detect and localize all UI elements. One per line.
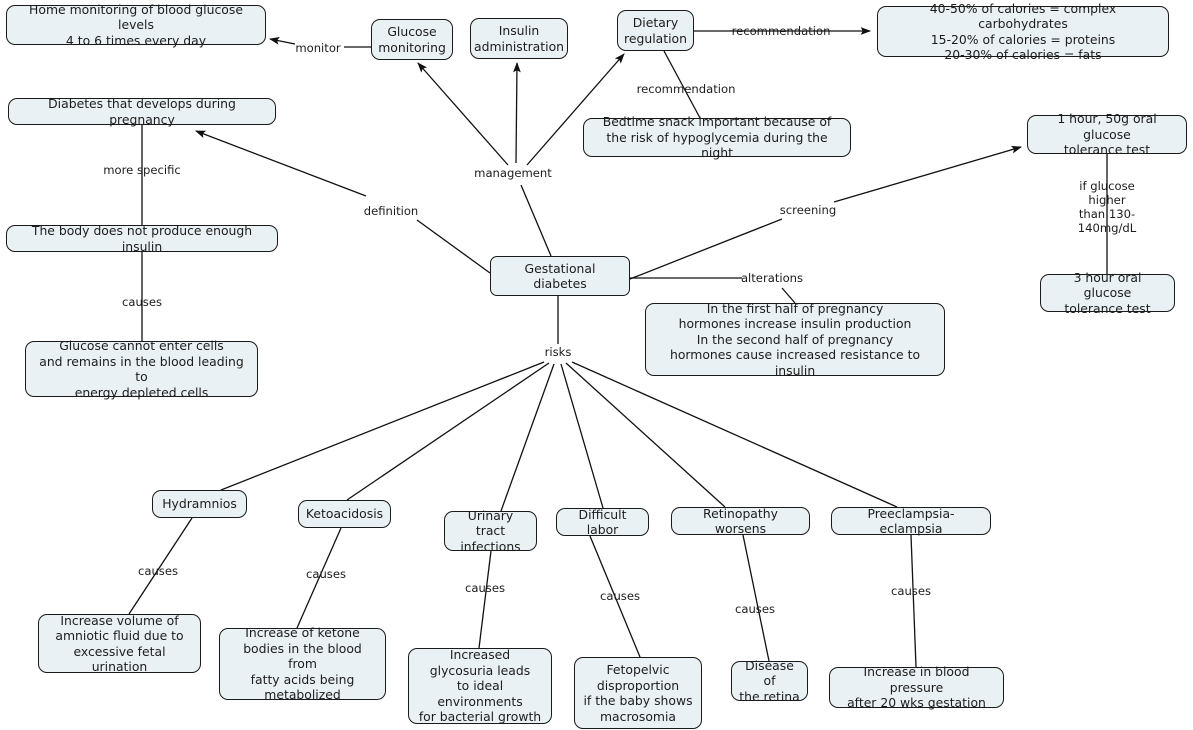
node-insulin-administration[interactable]: Insulin administration bbox=[470, 18, 568, 59]
edge-retinopathy-to-retina bbox=[742, 534, 770, 662]
edge-uti-to-glycosuria bbox=[478, 550, 492, 649]
edge-label-causes-hydramnios: causes bbox=[137, 564, 179, 578]
node-ketone-bodies[interactable]: Increase of ketone bodies in the blood f… bbox=[219, 625, 386, 702]
edge-label-recommendation-1: recommendation bbox=[731, 24, 831, 38]
edge-risks-to-difficult-labor bbox=[560, 363, 604, 509]
edge-label-causes-preeclampsia: causes bbox=[890, 584, 932, 598]
node-ketoacidosis[interactable]: Ketoacidosis bbox=[298, 500, 391, 528]
node-gestational-diabetes[interactable]: Gestational diabetes bbox=[490, 256, 630, 296]
node-glucose-monitoring[interactable]: Glucose monitoring bbox=[371, 19, 453, 60]
edge-label-causes-main: causes bbox=[121, 295, 163, 309]
edge-risks-to-preeclampsia bbox=[571, 361, 898, 508]
edge-screening-to-one-hour bbox=[833, 145, 1022, 203]
edge-risks-to-retinopathy bbox=[565, 362, 726, 508]
node-fetopelvic[interactable]: Fetopelvic disproportion if the baby sho… bbox=[574, 657, 702, 729]
node-preeclampsia-eclampsia[interactable]: Preeclampsia-eclampsia bbox=[831, 506, 991, 536]
node-difficult-labor[interactable]: Difficult labor bbox=[556, 507, 649, 537]
node-hormone-alterations[interactable]: In the first half of pregnancy hormones … bbox=[645, 301, 945, 378]
edge-label-definition: definition bbox=[363, 204, 419, 218]
node-glycosuria[interactable]: Increased glycosuria leads to ideal envi… bbox=[408, 647, 552, 724]
node-one-hour-test[interactable]: 1 hour, 50g oral glucose tolerance test bbox=[1027, 111, 1187, 157]
node-bedtime-snack[interactable]: Bedtime snack important because of the r… bbox=[583, 114, 851, 160]
edge-label-management: management bbox=[474, 166, 552, 180]
node-diabetes-pregnancy[interactable]: Diabetes that develops during pregnancy bbox=[8, 96, 276, 127]
edge-risks-to-hydramnios bbox=[220, 361, 545, 491]
edge-gestational-to-definition bbox=[416, 219, 491, 274]
edge-risks-to-uti bbox=[500, 363, 555, 512]
edge-label-glucose-threshold: if glucose higher than 130-140mg/dL bbox=[1077, 179, 1137, 235]
edge-label-causes-uti: causes bbox=[464, 581, 506, 595]
edge-label-causes-retina: causes bbox=[734, 602, 776, 616]
node-blood-pressure[interactable]: Increase in blood pressure after 20 wks … bbox=[829, 664, 1004, 710]
node-home-monitoring[interactable]: Home monitoring of blood glucose levels … bbox=[6, 2, 266, 48]
edge-gestational-to-screening bbox=[629, 218, 783, 280]
node-dietary-regulation[interactable]: Dietary regulation bbox=[617, 10, 694, 51]
edge-label-causes-keto: causes bbox=[305, 567, 347, 581]
edge-label-more-specific: more specific bbox=[103, 163, 181, 177]
node-disease-retina[interactable]: Disease of the retina bbox=[731, 658, 808, 704]
edge-monitor-to-home-monitoring bbox=[268, 37, 296, 45]
node-amniotic-fluid[interactable]: Increase volume of amniotic fluid due to… bbox=[38, 613, 201, 674]
node-glucose-cannot-enter[interactable]: Glucose cannot enter cells and remains i… bbox=[25, 338, 258, 400]
node-calorie-breakdown[interactable]: 40-50% of calories = complex carbohydrat… bbox=[877, 1, 1169, 62]
edge-risks-to-ketoacidosis bbox=[346, 362, 550, 501]
node-hydramnios[interactable]: Hydramnios bbox=[152, 490, 247, 518]
edge-label-screening: screening bbox=[779, 203, 837, 217]
edge-management-to-gestational bbox=[520, 184, 552, 257]
node-not-enough-insulin[interactable]: The body does not produce enough insulin bbox=[6, 223, 278, 254]
edge-label-monitor: monitor bbox=[295, 41, 341, 55]
edge-definition-to-diabetes-pregnancy bbox=[195, 130, 367, 197]
edge-label-risks: risks bbox=[544, 345, 572, 359]
node-three-hour-test[interactable]: 3 hour oral glucose tolerance test bbox=[1040, 270, 1175, 316]
edge-label-causes-labor: causes bbox=[599, 589, 641, 603]
node-retinopathy-worsens[interactable]: Retinopathy worsens bbox=[671, 506, 810, 536]
edge-label-recommendation-2: recommendation bbox=[636, 82, 736, 96]
edge-label-alterations: alterations bbox=[740, 271, 804, 285]
edge-preeclampsia-to-bp bbox=[910, 534, 917, 668]
edge-management-to-glucose-monitoring bbox=[417, 62, 509, 166]
edge-management-to-insulin bbox=[513, 61, 521, 164]
node-urinary-tract-infections[interactable]: Urinary tract infections bbox=[444, 508, 537, 554]
